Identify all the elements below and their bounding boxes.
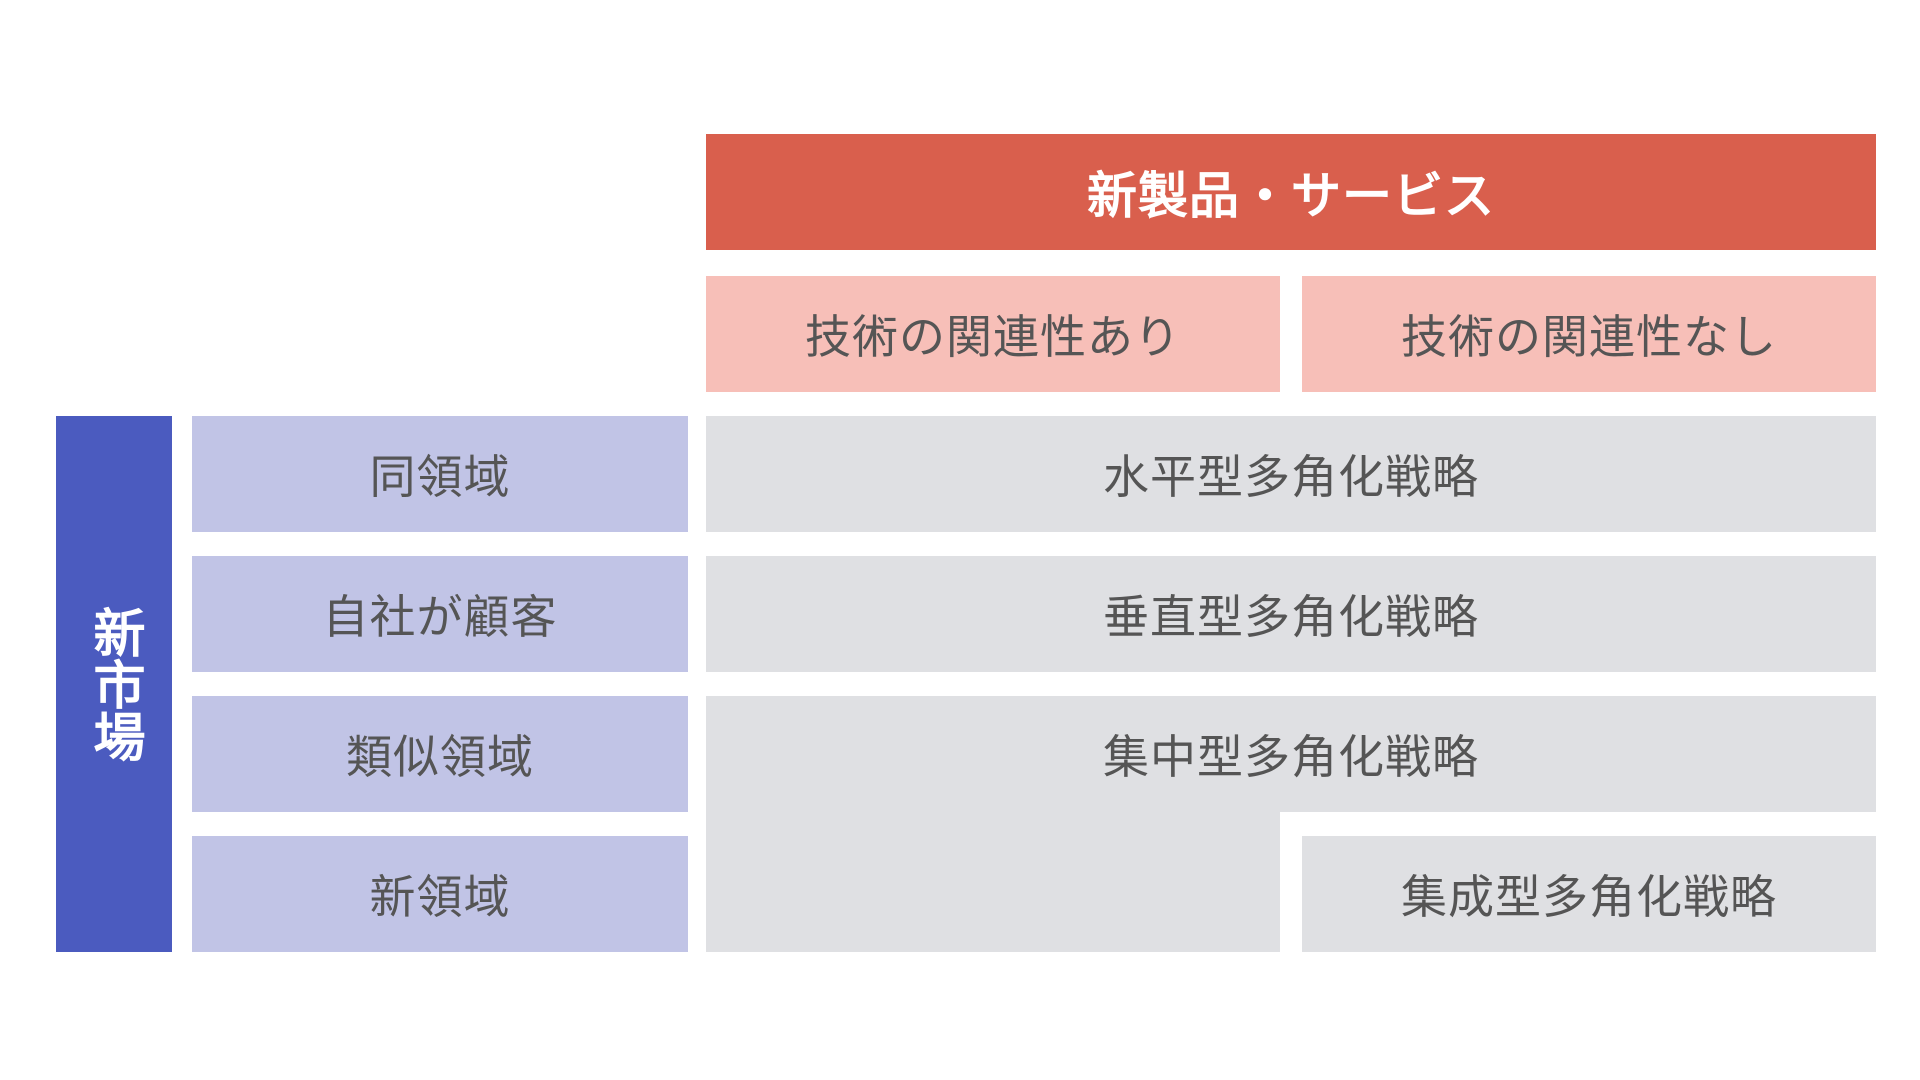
concentric-diversification-cell: 集中型多角化戦略 — [706, 696, 1876, 812]
row-label-similar-domain: 類似領域 — [192, 696, 688, 812]
tech-related-header: 技術の関連性あり — [706, 276, 1280, 392]
conglomerate-diversification-cell: 集成型多角化戦略 — [1302, 836, 1876, 952]
horizontal-diversification-cell: 水平型多角化戦略 — [706, 416, 1876, 532]
vertical-diversification-cell: 垂直型多角化戦略 — [706, 556, 1876, 672]
row-label-same-domain: 同領域 — [192, 416, 688, 532]
tech-unrelated-header: 技術の関連性なし — [1302, 276, 1876, 392]
concentric-diversification-extension — [706, 812, 1280, 952]
new-products-services-header: 新製品・サービス — [706, 134, 1876, 250]
row-label-new-domain: 新領域 — [192, 836, 688, 952]
new-market-band: 新市場 — [56, 416, 172, 952]
row-label-own-company-customer: 自社が顧客 — [192, 556, 688, 672]
